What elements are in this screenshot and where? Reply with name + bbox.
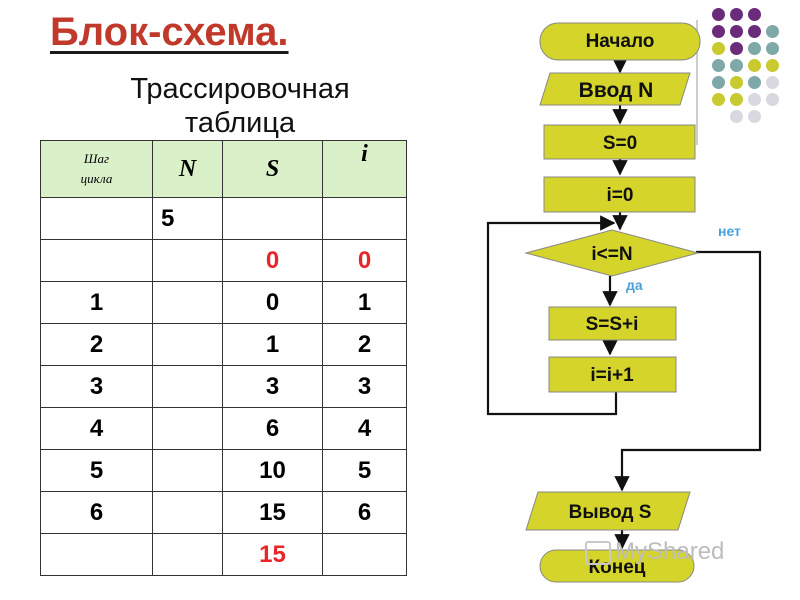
connector-loop-back (486, 215, 618, 416)
decorative-dot (766, 76, 779, 89)
decorative-dot (766, 59, 779, 72)
start-terminal: Начало (539, 22, 701, 61)
end-terminal: Конец (539, 549, 695, 583)
decorative-dot (712, 8, 725, 21)
cell-n (152, 239, 223, 282)
cell-i (322, 533, 407, 576)
cell-n (152, 365, 223, 408)
decorative-dot (712, 76, 725, 89)
decorative-dot (748, 93, 761, 106)
i-update-label: i=i+1 (590, 365, 634, 386)
header-n: N (152, 140, 223, 198)
slide-title: Блок-схема. (50, 10, 289, 54)
table-row: 3 3 3 (40, 365, 407, 408)
header-s: S (222, 140, 323, 198)
table-title-line1: Трассировочная (130, 73, 350, 105)
header-step-line2: цикла (80, 171, 113, 186)
cell-n (152, 323, 223, 366)
header-i: i (322, 140, 407, 198)
decorative-dot (766, 25, 779, 38)
table-row: 2 1 2 (40, 323, 407, 366)
input-block: Ввод N (539, 72, 691, 106)
cell-s: 0 (222, 239, 323, 282)
s-init-block: S=0 (543, 124, 696, 160)
cell-step: 3 (40, 365, 153, 408)
s-update-label: S=S+i (586, 314, 639, 335)
i-init-block: i=0 (543, 176, 696, 213)
decorative-dot (748, 25, 761, 38)
end-label: Конец (589, 557, 646, 578)
watermark-text: MyShared (615, 538, 725, 565)
decorative-dot (748, 76, 761, 89)
input-label: Ввод N (579, 79, 654, 102)
decorative-dot (730, 8, 743, 21)
table-row: 15 (40, 533, 407, 576)
cell-i (322, 197, 407, 240)
flow-connectors (486, 58, 762, 550)
decorative-dot (748, 110, 761, 123)
cell-n (152, 449, 223, 492)
watermark-logo-icon (585, 540, 611, 565)
decorative-dot (748, 8, 761, 21)
cell-s: 15 (222, 491, 323, 534)
decorative-dot (730, 93, 743, 106)
connector-no (614, 250, 762, 492)
decorative-dot (766, 93, 779, 106)
cell-i: 5 (322, 449, 407, 492)
header-step-line1: Шаг (83, 151, 110, 166)
i-init-label: i=0 (607, 185, 634, 206)
table-row: 5 10 5 (40, 449, 407, 492)
decorative-dot (730, 25, 743, 38)
no-label: нет (718, 223, 741, 239)
output-label: Вывод S (569, 502, 652, 523)
decorative-dot (730, 59, 743, 72)
cell-i: 2 (322, 323, 407, 366)
output-block: Вывод S (525, 491, 691, 531)
cell-i: 1 (322, 281, 407, 324)
table-row: 1 0 1 (40, 281, 407, 324)
trace-table: Шаг цикла N S i 5 0 0 1 0 1 2 (40, 140, 407, 576)
decorative-dot (730, 76, 743, 89)
trace-table-header: Шаг цикла N S i (40, 140, 407, 198)
table-title: Трассировочная таблица (90, 72, 390, 140)
cell-i: 3 (322, 365, 407, 408)
s-update-block: S=S+i (548, 306, 677, 341)
cell-s (222, 197, 323, 240)
cell-s: 1 (222, 323, 323, 366)
i-update-block: i=i+1 (548, 356, 677, 393)
decorative-dot (766, 42, 779, 55)
decorative-dot (748, 59, 761, 72)
decorative-dot (712, 42, 725, 55)
cell-step (40, 533, 153, 576)
decorative-dot (712, 25, 725, 38)
cell-n (152, 407, 223, 450)
decorative-dot (712, 59, 725, 72)
cell-i: 6 (322, 491, 407, 534)
yes-label: да (626, 277, 643, 293)
watermark: MyShared (585, 538, 724, 566)
table-row: 0 0 (40, 239, 407, 282)
s-init-label: S=0 (603, 133, 637, 154)
decorative-dot (730, 110, 743, 123)
cell-i: 0 (322, 239, 407, 282)
cell-s: 15 (222, 533, 323, 576)
start-label: Начало (586, 31, 655, 52)
condition-label: i<=N (591, 244, 632, 265)
cell-n (152, 533, 223, 576)
decorative-dot (712, 93, 725, 106)
condition-block: i<=N (524, 229, 700, 277)
table-title-line2: таблица (184, 107, 296, 139)
decorative-dot (748, 42, 761, 55)
decorative-dot (730, 42, 743, 55)
cell-step: 1 (40, 281, 153, 324)
